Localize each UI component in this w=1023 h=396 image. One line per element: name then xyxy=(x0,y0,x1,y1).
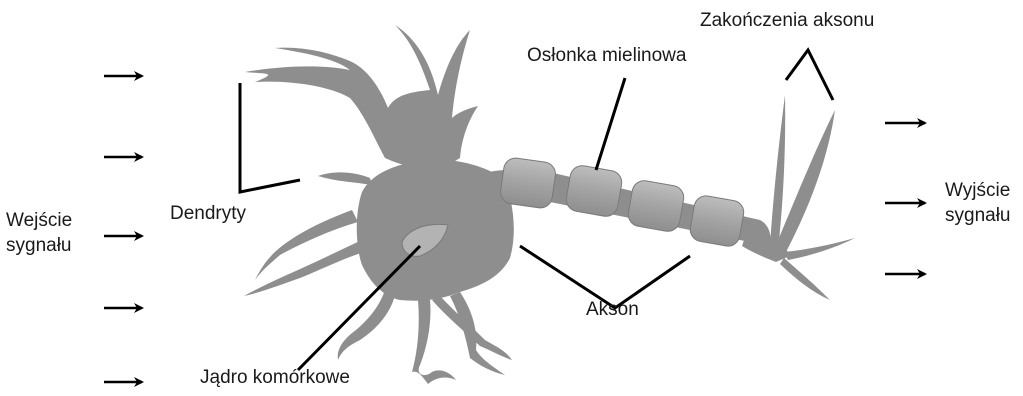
myelin-segment xyxy=(626,179,685,233)
signal-input-line2: sygnału xyxy=(6,233,72,258)
leader-lines xyxy=(240,50,833,370)
axon-terminals-pointer xyxy=(786,50,833,100)
myelin-segment xyxy=(564,164,623,218)
axon-label: Akson xyxy=(586,298,639,322)
dendrites-bracket xyxy=(240,83,300,192)
axon-terminals-label: Zakończenia aksonu xyxy=(700,9,874,33)
myelin-segment xyxy=(688,194,745,248)
dendrite-upper xyxy=(245,25,478,170)
axon-terminal-branch-3 xyxy=(784,238,855,260)
signal-output-line1: Wyjście xyxy=(945,178,1011,203)
dendrite-mid-left xyxy=(318,172,372,185)
myelin-segment xyxy=(499,157,557,210)
axon-terminal-branch-1 xyxy=(770,95,785,250)
signal-input-line1: Wejście xyxy=(6,208,72,233)
nucleus-label: Jądro komórkowe xyxy=(200,366,350,390)
signal-output-line2: sygnału xyxy=(945,203,1011,228)
signal-output-label: Wyjście sygnału xyxy=(945,178,1011,228)
signal-input-label: Wejście sygnału xyxy=(6,208,72,258)
myelin-pointer xyxy=(596,78,625,170)
myelin-label: Osłonka mielinowa xyxy=(527,44,686,68)
dendrites-label: Dendryty xyxy=(170,202,246,226)
output-arrows xyxy=(885,123,925,274)
input-arrows xyxy=(104,76,142,382)
axon-terminal-branch-4 xyxy=(780,258,830,300)
